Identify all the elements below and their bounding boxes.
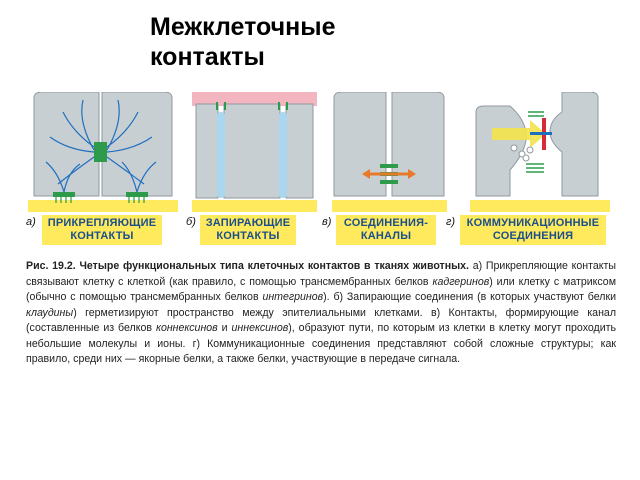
panel-tight-junctions <box>192 92 317 212</box>
panel-signaling-junctions <box>470 92 610 212</box>
intermediate-filaments <box>49 99 153 185</box>
caption-term-claudins: клаудины <box>26 306 74 319</box>
caption-text-3: ). б) Запирающие соединения (в которых у… <box>323 291 616 303</box>
tight-junctions-illustration <box>192 92 317 212</box>
slide-title: Межклеточные контакты <box>150 13 336 71</box>
channel-junctions-illustration <box>332 92 447 212</box>
caption-text-4: ) герметизируют пространство между эпите… <box>26 306 616 335</box>
panel-letter-b: б) <box>186 216 196 228</box>
caption-text-5: и <box>221 322 228 334</box>
panel-letter-d: г) <box>446 216 456 228</box>
signaling-junctions-illustration <box>470 92 610 212</box>
label-anchoring-junctions: ПРИКРЕПЛЯЮЩИЕ КОНТАКТЫ <box>42 215 162 245</box>
caption-text-1: а) Прикрепляющие контакты связывают клет… <box>26 260 616 288</box>
caption-term-cadherins: кадгеринов <box>432 275 490 288</box>
panel-letter-a: а) <box>26 216 36 228</box>
caption-figure-title: Рис. 19.2. Четыре функциональных типа кл… <box>26 260 469 272</box>
label-channel-junctions: СОЕДИНЕНИЯ-КАНАЛЫ <box>336 215 436 245</box>
caption-text-6: ), образуют пути, по которым из клетки в… <box>26 322 616 365</box>
tight-seal-left <box>217 112 225 198</box>
desmosome-plaque <box>94 142 107 162</box>
integrin-lines <box>55 197 145 203</box>
apical-lumen <box>192 92 317 106</box>
caption-term-connexins: коннексинов <box>155 322 218 334</box>
label-tight-junctions: ЗАПИРАЮЩИЕ КОНТАКТЫ <box>200 215 296 245</box>
anchoring-junctions-illustration <box>28 92 178 212</box>
claudin-strands <box>216 102 288 110</box>
molecule-flow-arrow <box>362 169 416 179</box>
panel-letter-c: в) <box>322 216 332 228</box>
figure-caption: Рис. 19.2. Четыре функциональных типа кл… <box>26 259 616 368</box>
panel-channel-junctions <box>332 92 447 212</box>
caption-term-innexins: иннексинов <box>231 322 289 334</box>
panel-anchoring-junctions <box>28 92 178 212</box>
signal-molecules <box>510 144 534 162</box>
caption-term-integrins: интегринов <box>262 291 324 303</box>
signal-arrow <box>492 120 546 148</box>
tight-seal-right <box>279 112 287 198</box>
label-signaling-junctions: КОММУНИКАЦИОННЫЕ СОЕДИНЕНИЯ <box>460 215 606 245</box>
caption-text-2: ) или клетку с матриксом (обычно с помощ… <box>26 275 616 304</box>
hemidesmosomes <box>53 192 148 197</box>
anchoring-proteins <box>526 111 544 173</box>
